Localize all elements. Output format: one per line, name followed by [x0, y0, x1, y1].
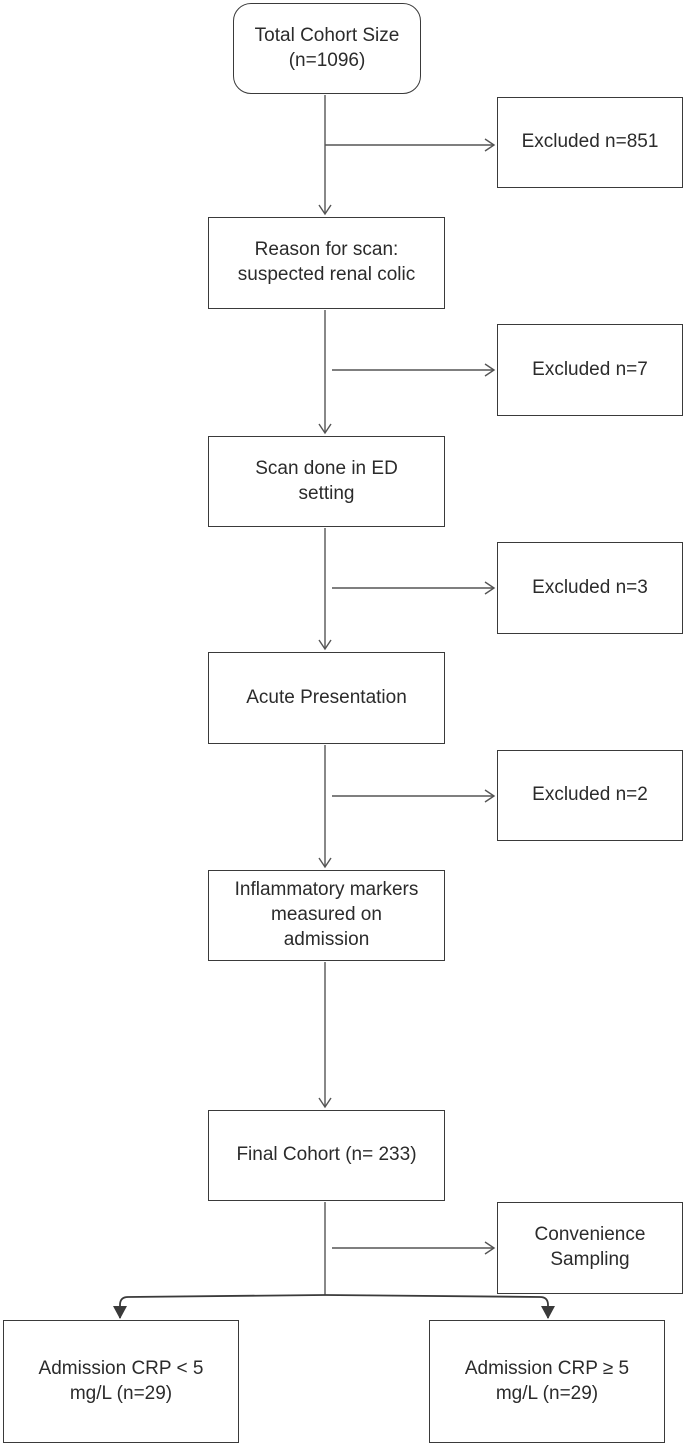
crp-low-node: Admission CRP < 5 mg/L (n=29) — [3, 1320, 239, 1443]
total-cohort-node: Total Cohort Size (n=1096) — [233, 3, 421, 94]
inflammatory-markers-node: Inflammatory markers measured on admissi… — [208, 870, 445, 961]
arrow-split-to-crp-low — [113, 1294, 326, 1319]
arrow-split-to-crp-high — [324, 1294, 555, 1319]
excluded-851-label: Excluded n=851 — [521, 131, 659, 153]
reason-for-scan-node: Reason for scan: suspected renal colic — [208, 217, 445, 309]
scan-ed-label: Scan done in ED setting — [255, 457, 398, 504]
scan-ed-node: Scan done in ED setting — [208, 436, 445, 527]
crp-high-label: Admission CRP ≥ 5 mg/L (n=29) — [464, 1357, 630, 1404]
excluded-7-label: Excluded n=7 — [532, 358, 648, 380]
reason-for-scan-label: Reason for scan: suspected renal colic — [237, 239, 416, 285]
excluded-3-label: Excluded n=3 — [532, 576, 648, 598]
excluded-7-node: Excluded n=7 — [497, 324, 683, 416]
inflammatory-markers-label: Inflammatory markers measured on admissi… — [234, 879, 419, 950]
crp-high-node: Admission CRP ≥ 5 mg/L (n=29) — [429, 1320, 665, 1443]
excluded-2-label: Excluded n=2 — [532, 784, 648, 806]
excluded-851-node: Excluded n=851 — [497, 97, 683, 188]
crp-low-label: Admission CRP < 5 mg/L (n=29) — [38, 1357, 204, 1404]
convenience-sampling-label: Convenience Sampling — [534, 1224, 646, 1270]
convenience-sampling-node: Convenience Sampling — [497, 1202, 683, 1294]
final-cohort-label: Final Cohort (n= 233) — [236, 1144, 417, 1166]
acute-presentation-label: Acute Presentation — [246, 686, 407, 708]
final-cohort-node: Final Cohort (n= 233) — [208, 1110, 445, 1201]
excluded-2-node: Excluded n=2 — [497, 750, 683, 841]
total-cohort-label: Total Cohort Size (n=1096) — [254, 24, 400, 71]
excluded-3-node: Excluded n=3 — [497, 542, 683, 634]
acute-presentation-node: Acute Presentation — [208, 652, 445, 744]
